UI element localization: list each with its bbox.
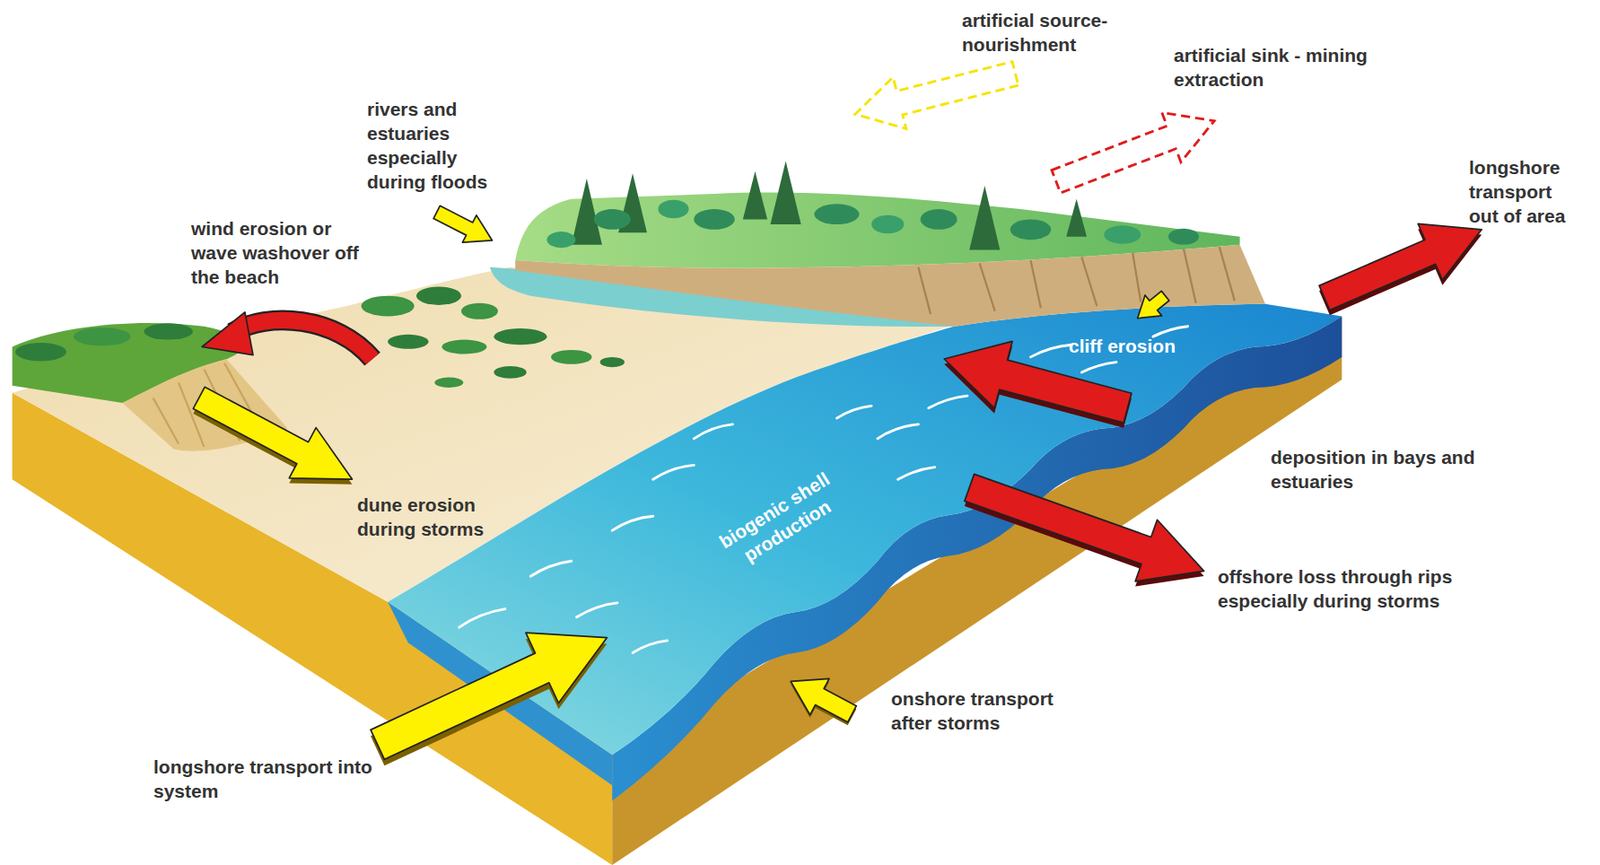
transport-arrows: [201, 312, 254, 356]
dune: [600, 357, 625, 368]
process-label: artificial sink - mining extraction: [1173, 43, 1373, 92]
process-label: dune erosion during storms: [357, 492, 519, 542]
trees: [594, 209, 631, 230]
transport-arrows: [360, 603, 623, 780]
process-label: biogenic shell production: [703, 459, 859, 582]
wave-crests: [530, 560, 571, 577]
trees: [813, 203, 859, 225]
wave-crests: [576, 603, 617, 618]
transport-arrows: [232, 320, 373, 359]
dune: [493, 328, 547, 345]
dune: [493, 366, 526, 379]
trees: [920, 209, 958, 230]
artificial-arrows: [1046, 96, 1224, 207]
cliff-headland: [918, 246, 1235, 315]
process-label: longshore transport out of area: [1468, 155, 1566, 228]
process-label: artificial source- nourishment: [961, 8, 1155, 57]
transport-arrows: [185, 372, 367, 505]
trees: [546, 231, 576, 248]
transport-arrows: [781, 663, 863, 732]
process-label: onshore transport after storms: [891, 686, 1096, 735]
dune: [12, 286, 625, 451]
trees: [1066, 199, 1087, 237]
process-label: wind erosion or wave washover off the be…: [191, 216, 367, 289]
transport-arrows: [781, 663, 863, 732]
trees: [871, 215, 904, 234]
transport-arrows: [1311, 201, 1494, 327]
process-label: offshore loss through rips especially du…: [1217, 564, 1462, 613]
transport-arrows: [1128, 285, 1174, 329]
dune: [461, 303, 499, 320]
dune: [416, 286, 462, 305]
transport-arrows: [185, 372, 367, 505]
transport-arrows: [958, 456, 1216, 603]
wave-crests: [1153, 326, 1189, 337]
wave-crests: [898, 467, 936, 481]
wave-crests: [632, 640, 668, 654]
dune: [15, 342, 67, 361]
trees: [743, 171, 768, 219]
dune: [143, 323, 193, 340]
trees: [571, 178, 603, 245]
dune: [434, 377, 464, 388]
artificial-arrows: [1046, 96, 1224, 207]
wave-crests: [653, 464, 694, 480]
wave-crests: [928, 395, 968, 409]
dune: [361, 296, 415, 317]
trees: [1168, 228, 1199, 245]
transport-arrows: [1128, 285, 1174, 329]
transport-arrows: [232, 320, 373, 359]
artificial-arrows: [848, 47, 1023, 140]
wave-crests: [1081, 362, 1117, 373]
transport-arrows: [429, 198, 499, 254]
wave-crests: [612, 515, 653, 531]
wave-crests: [459, 326, 1189, 654]
transport-arrows: [360, 603, 623, 780]
process-label: deposition in bays and estuaries: [1270, 445, 1482, 494]
trees: [1103, 225, 1141, 244]
artificial-arrows: [848, 47, 1225, 207]
trees: [770, 161, 802, 225]
process-label: rivers and estuaries especially during f…: [367, 96, 517, 194]
process-label: cliff erosion: [1068, 333, 1176, 359]
trees: [657, 200, 689, 219]
trees: [1010, 218, 1051, 240]
wave-crests: [1030, 344, 1071, 358]
wave-crests: [459, 609, 506, 628]
transport-arrows: [429, 198, 499, 254]
wave-crests: [693, 424, 733, 439]
transport-arrows: [185, 198, 1495, 787]
transport-arrows: [958, 456, 1216, 603]
dune: [550, 349, 592, 365]
transport-arrows: [1311, 201, 1494, 327]
trees: [546, 161, 1199, 251]
process-label: longshore transport into system: [153, 754, 383, 804]
dune: [73, 327, 132, 346]
dune: [441, 340, 487, 355]
wave-crests: [877, 424, 919, 439]
artificial-arrows: [848, 47, 1023, 140]
trees: [693, 209, 735, 230]
wave-crests: [836, 405, 872, 419]
dune: [387, 334, 429, 350]
trees: [969, 185, 1000, 251]
